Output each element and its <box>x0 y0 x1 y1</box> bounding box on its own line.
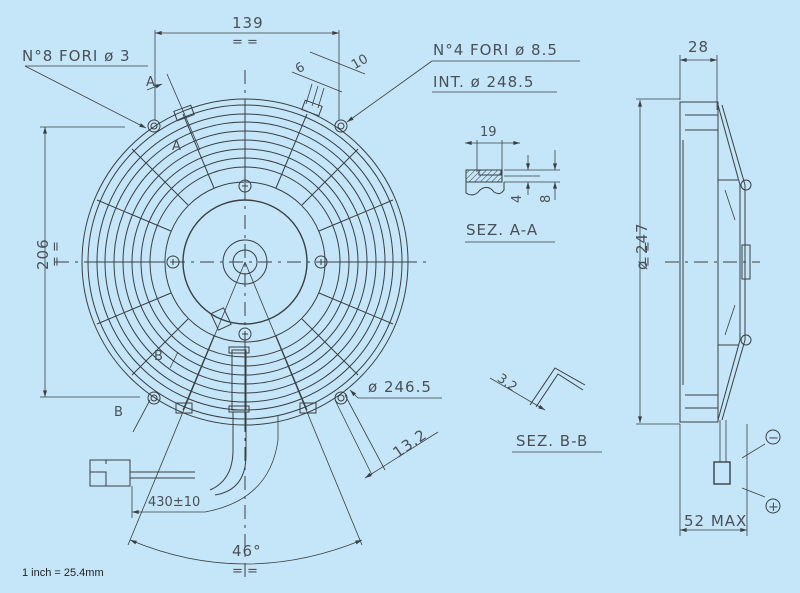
dim-10: 10 <box>349 52 371 73</box>
dim-52-max: 52 MAX <box>684 512 747 530</box>
positive-terminal-icon <box>765 498 781 514</box>
dim-4: 4 <box>510 195 525 203</box>
motor-housing <box>182 199 308 325</box>
dim-19: 19 <box>480 125 497 140</box>
mount-holes-note: N°4 FORI ø 8.5 <box>433 41 558 59</box>
positive-symbol: + <box>768 500 779 515</box>
side-view: 28 ø 247 = = − + <box>633 38 781 536</box>
equal-mark-left: = = <box>49 241 64 267</box>
equal-mark-side: = = <box>640 241 655 267</box>
equal-mark-bottom: = = <box>232 564 258 579</box>
dim-139: 139 <box>232 14 264 32</box>
section-bb-label: SEZ. B-B <box>516 432 588 450</box>
negative-symbol: − <box>768 431 779 446</box>
dim-206: 206 <box>34 238 52 270</box>
section-aa-label: SEZ. A-A <box>466 221 538 239</box>
dim-13-2: 13.2 <box>389 425 430 461</box>
screws <box>166 179 328 341</box>
negative-terminal-icon <box>765 429 781 445</box>
unit-footnote: 1 inch = 25.4mm <box>22 567 104 579</box>
grille-spokes <box>85 102 405 422</box>
dim-8: 8 <box>539 195 554 203</box>
front-view: 139 = = 206 = = N°8 FORI ø 3 N°4 FORI ø … <box>22 14 580 580</box>
section-a-label-bottom: A <box>172 139 181 154</box>
outer-diameter: ø 246.5 <box>368 378 432 396</box>
dim-6: 6 <box>293 60 308 77</box>
cable-length: 430±10 <box>148 495 200 510</box>
dim-28: 28 <box>688 38 709 56</box>
side-diameter: ø 247 <box>633 222 651 270</box>
interaxis-note: INT. ø 248.5 <box>433 73 534 91</box>
angle-46: 46° <box>232 542 262 560</box>
connector <box>89 459 195 487</box>
hub-outer <box>222 239 268 285</box>
equal-mark-top: = = <box>232 35 258 50</box>
outer-ring <box>81 98 409 426</box>
holes-note: N°8 FORI ø 3 <box>22 47 131 65</box>
hub-inner <box>232 249 258 275</box>
cable <box>209 307 250 496</box>
section-bb: 3.2 SEZ. B-B <box>489 367 602 453</box>
section-b-label-top: B <box>154 349 163 364</box>
section-aa: 19 4 8 SEZ. A-A <box>465 125 560 243</box>
dim-3-2: 3.2 <box>494 371 520 395</box>
section-a-label-top: A <box>146 75 155 90</box>
section-b-label-bottom: B <box>114 405 123 420</box>
